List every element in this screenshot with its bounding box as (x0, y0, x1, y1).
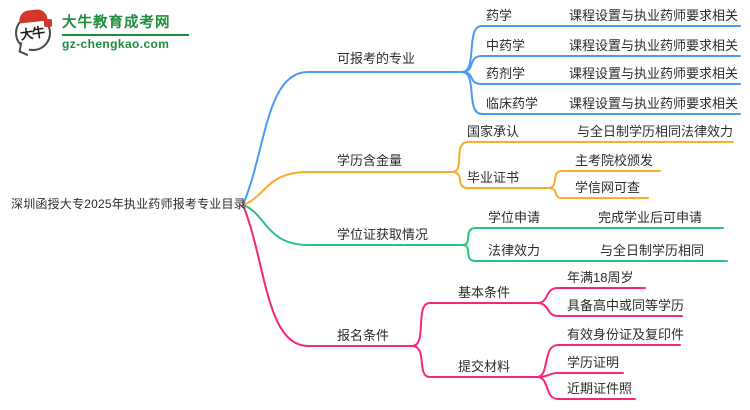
topic-diploma: 毕业证书 (467, 170, 520, 185)
leaf-recent-photo: 近期证件照 (567, 381, 633, 396)
leaf-curriculum-match: 课程设置与执业药师要求相关 (568, 8, 738, 23)
site-logo-badge: 大牛 (14, 8, 54, 57)
site-logo: 大牛 大牛教育成考网 gz-chengkao.com (14, 8, 189, 57)
logo-divider (62, 33, 189, 36)
leaf-issued-by-university: 主考院校颁发 (575, 153, 654, 168)
topic-degree-certificate: 学位证获取情况 (337, 227, 429, 242)
site-domain: gz-chengkao.com (62, 36, 170, 51)
leaf-apply-after-graduation: 完成学业后可申请 (598, 210, 703, 225)
leaf-age-18: 年满18周岁 (567, 270, 634, 285)
logo-seal-icon (44, 19, 52, 27)
topic-pharmaceutics: 药剂学 (486, 66, 526, 81)
leaf-high-school-equivalent: 具备高中或同等学历 (567, 298, 685, 313)
connector-group-degree-certificate (242, 204, 728, 262)
logo-badge-text: 大牛 (19, 24, 46, 43)
site-name: 大牛教育成考网 (62, 15, 171, 31)
topic-chinese-pharmacy: 中药学 (486, 38, 526, 53)
topic-basic-conditions: 基本条件 (458, 285, 511, 300)
topic-degree-value: 学历含金量 (337, 153, 403, 168)
connector-group-degree-value (242, 141, 734, 206)
leaf-curriculum-match: 课程设置与执业药师要求相关 (568, 96, 738, 111)
leaf-verifiable-chsi: 学信网可查 (575, 180, 641, 195)
topic-eligible-majors: 可报考的专业 (337, 51, 416, 66)
topic-registration-requirements: 报名条件 (337, 328, 390, 343)
topic-state-recognized: 国家承认 (467, 124, 520, 139)
leaf-education-proof: 学历证明 (567, 355, 620, 370)
topic-pharmacy: 药学 (486, 8, 513, 23)
root-topic: 深圳函授大专2025年执业药师报考专业目录 (11, 197, 246, 211)
connector-group-registration (242, 204, 683, 400)
topic-materials: 提交材料 (458, 359, 511, 374)
leaf-curriculum-match: 课程设置与执业药师要求相关 (568, 66, 738, 81)
leaf-curriculum-match: 课程设置与执业药师要求相关 (568, 38, 738, 53)
topic-degree-application: 学位申请 (488, 210, 541, 225)
connector-group-majors (242, 25, 741, 206)
leaf-same-legal-effect: 与全日制学历相同法律效力 (577, 124, 734, 139)
site-logo-text: 大牛教育成考网 gz-chengkao.com (62, 10, 189, 50)
topic-clinical-pharmacy: 临床药学 (486, 96, 539, 111)
topic-legal-effect: 法律效力 (488, 243, 541, 258)
leaf-same-as-fulltime: 与全日制学历相同 (600, 243, 705, 258)
leaf-id-card-copy: 有效身份证及复印件 (567, 327, 685, 342)
